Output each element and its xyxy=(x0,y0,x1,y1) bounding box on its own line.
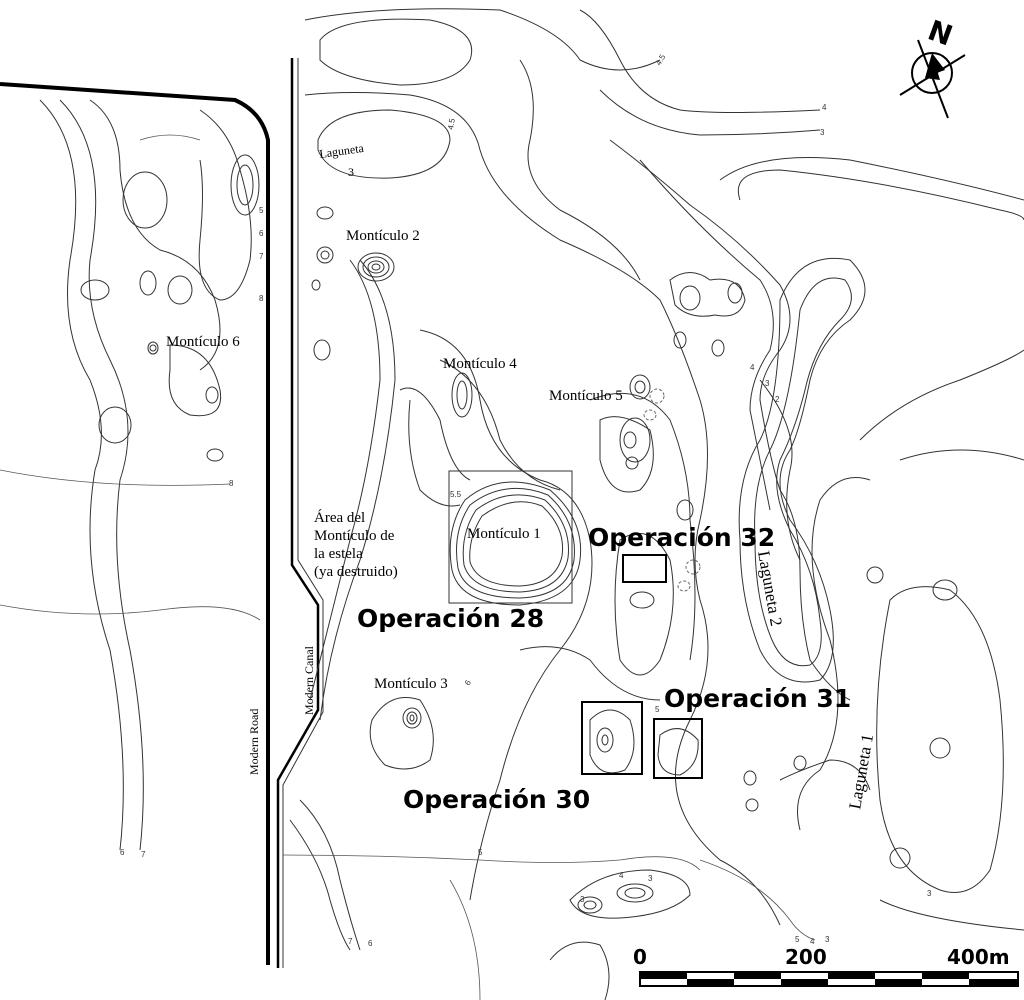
contour-label-4: 5 xyxy=(259,206,264,215)
laguneta-2-outline xyxy=(738,169,1024,221)
contour-label-17: 3 xyxy=(648,874,653,883)
modern-canal-line xyxy=(276,58,320,968)
scale-tick-200: 200 xyxy=(785,945,827,969)
operacion-31-label: Operación 31 xyxy=(664,684,851,713)
estela-label-line3: la estela xyxy=(314,546,363,562)
north-arrow-icon xyxy=(899,39,966,119)
contour-label-1: 4.5 xyxy=(446,117,457,130)
contour-label-9: 5.5 xyxy=(450,490,462,499)
monticulo-2-label: Montículo 2 xyxy=(346,228,420,244)
operacion-32-label: Operación 32 xyxy=(588,523,775,552)
contour-label-7: 8 xyxy=(259,294,264,303)
scale-bar: 0 200 400m xyxy=(633,945,1019,987)
operacion-32-box xyxy=(622,554,667,583)
contour-label-15: 2 xyxy=(775,395,780,404)
contour-label-8: 8 xyxy=(229,479,234,488)
laguneta-1-label: Laguneta 1 xyxy=(845,733,877,811)
place-labels: Laguneta 3 Montículo 2 Montículo 6 Montí… xyxy=(166,141,877,811)
estela-label-line2: Montículo de xyxy=(314,528,395,544)
operacion-28-box xyxy=(448,470,573,604)
contour-label-0: 4.5 xyxy=(654,52,668,67)
monticulo-3-label: Montículo 3 xyxy=(374,676,448,692)
monticulo-6-label: Montículo 6 xyxy=(166,334,240,350)
estela-label-line4: (ya destruido) xyxy=(314,564,398,580)
monticulo-5-label: Montículo 5 xyxy=(549,388,623,404)
operacion-31-box xyxy=(653,718,703,779)
contour-label-10: 6 xyxy=(463,678,473,687)
north-arrow-label: N xyxy=(924,14,957,53)
contour-label-23: 6 xyxy=(120,848,125,857)
laguneta-3-label-line2: 3 xyxy=(348,165,354,179)
laguneta-3-outline xyxy=(317,109,451,179)
contour-label-5: 6 xyxy=(259,229,264,238)
north-arrow: N xyxy=(899,14,966,119)
scale-tick-400: 400m xyxy=(947,945,1010,969)
contour-label-14: 3 xyxy=(765,379,770,388)
estela-label-line1: Área del xyxy=(314,509,365,526)
contour-label-22: 3 xyxy=(927,889,932,898)
laguneta-2-label: Laguneta 2 xyxy=(754,549,786,627)
monticulo-1-label: Montículo 1 xyxy=(467,526,541,542)
modern-canal-label: Modern Canal xyxy=(302,645,316,715)
contour-label-20: 4 xyxy=(810,937,815,946)
operacion-30-box xyxy=(581,701,643,775)
contour-label-3: 3 xyxy=(820,128,825,137)
operation-boxes xyxy=(448,470,703,779)
contour-label-12: 5 xyxy=(478,848,483,857)
contour-label-11: 5 xyxy=(655,705,660,714)
contour-label-19: 5 xyxy=(795,935,800,944)
modern-road-label: Modern Road xyxy=(247,709,261,775)
contour-label-13: 4 xyxy=(750,363,755,372)
laguneta-1-outline xyxy=(876,586,1004,893)
contour-label-18: 3 xyxy=(580,895,585,904)
operation-labels: Operación 32 Operación 28 Operación 31 O… xyxy=(357,523,851,814)
contour-label-6: 7 xyxy=(259,252,264,261)
operacion-30-label: Operación 30 xyxy=(403,785,590,814)
contour-label-21: 3 xyxy=(825,935,830,944)
modern-road-line xyxy=(0,82,270,965)
contour-label-2: 4 xyxy=(822,103,827,112)
laguneta-3-label-line1: Laguneta xyxy=(318,141,365,161)
contour-label-24: 7 xyxy=(141,850,146,859)
scale-tick-0: 0 xyxy=(633,945,647,969)
monticulo-4-label: Montículo 4 xyxy=(443,356,517,372)
contours-west xyxy=(0,99,261,851)
contour-label-16: 4 xyxy=(619,871,624,880)
contour-label-26: 6 xyxy=(368,939,373,948)
contours-central xyxy=(282,8,1024,1000)
operacion-28-label: Operación 28 xyxy=(357,604,544,633)
contour-value-labels: 4.5 4.5 4 3 5 6 7 8 8 5.5 6 5 5 4 3 2 4 … xyxy=(120,52,932,948)
contour-label-25: 7 xyxy=(348,937,353,946)
